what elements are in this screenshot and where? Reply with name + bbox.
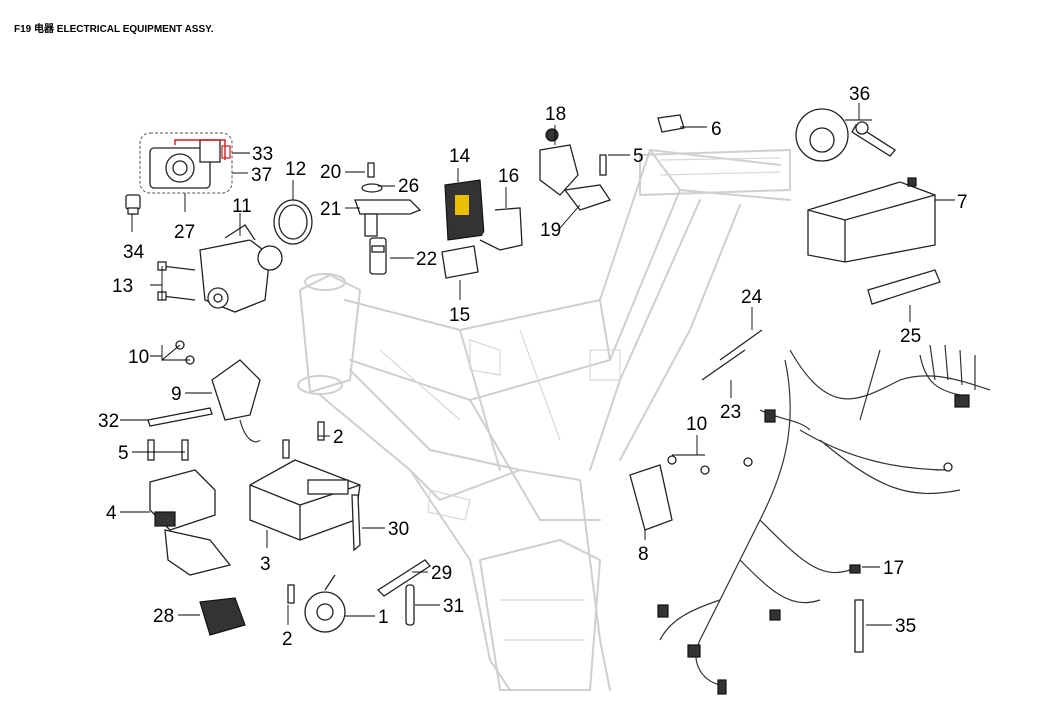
wiring-harness (657, 344, 991, 695)
horn-1 (304, 574, 346, 633)
callout-25: 25 (900, 326, 921, 347)
callout-22: 22 (416, 249, 437, 270)
motorcycle-frame (297, 149, 791, 691)
callout-5-top: 5 (633, 146, 644, 167)
callout-21: 21 (320, 199, 341, 220)
callout-18: 18 (545, 104, 566, 125)
ecu-14 (444, 179, 485, 241)
callout-labels: 33 37 27 34 11 12 20 26 21 22 14 15 16 1… (98, 84, 968, 650)
leader-lines (120, 103, 955, 626)
bolts-13 (157, 261, 196, 301)
ignition-switch-36 (795, 108, 896, 162)
part-30 (351, 494, 361, 552)
bolt-2-bottom (287, 584, 295, 604)
rod-24 (719, 329, 763, 361)
callout-31: 31 (443, 596, 464, 617)
regulator-4 (147, 439, 232, 576)
callout-27: 27 (174, 222, 195, 243)
callout-2-bottom: 2 (282, 629, 293, 650)
callout-13: 13 (112, 276, 133, 297)
callout-23: 23 (720, 402, 741, 423)
strap-25 (867, 269, 941, 305)
bracket-15 (441, 245, 479, 279)
sensor-18 (539, 128, 579, 196)
callout-3: 3 (260, 554, 271, 575)
relay-28 (199, 597, 246, 636)
callout-37: 37 (251, 165, 272, 186)
callout-2-top: 2 (333, 427, 344, 448)
callout-12: 12 (285, 159, 306, 180)
connector-34 (125, 194, 141, 215)
callout-1: 1 (378, 607, 389, 628)
throttle-body-11 (199, 224, 283, 313)
rod-23 (701, 349, 746, 381)
bracket-19 (563, 184, 612, 211)
bracket-16 (479, 207, 523, 251)
bolt-2-right (317, 421, 325, 441)
callout-28: 28 (153, 606, 174, 627)
cable-tie-29 (376, 559, 431, 597)
callout-10-right: 10 (686, 414, 707, 435)
relay-6 (657, 114, 685, 133)
callout-17: 17 (883, 558, 904, 579)
bolt-5-top (599, 154, 607, 176)
callout-19: 19 (540, 220, 561, 241)
bracket-32 (147, 407, 213, 427)
callout-36: 36 (849, 84, 870, 105)
callout-9: 9 (171, 384, 182, 405)
callout-35: 35 (895, 616, 916, 637)
callout-26: 26 (398, 176, 419, 197)
callout-11: 11 (232, 196, 252, 217)
callout-16: 16 (498, 166, 519, 187)
callout-7: 7 (957, 192, 968, 213)
callout-30: 30 (388, 519, 409, 540)
callout-14: 14 (449, 146, 471, 167)
callout-29: 29 (431, 563, 452, 584)
callout-24: 24 (741, 287, 763, 308)
callout-4: 4 (106, 503, 117, 524)
callout-6: 6 (711, 119, 722, 140)
callout-34: 34 (123, 242, 145, 263)
callout-15: 15 (449, 305, 470, 326)
callout-33: 33 (252, 144, 273, 165)
injector-parts (354, 162, 422, 275)
callout-8: 8 (638, 544, 649, 565)
callout-20: 20 (320, 162, 341, 183)
battery-7 (807, 177, 936, 263)
cdi-box-3 (249, 459, 361, 541)
callout-32: 32 (98, 411, 119, 432)
callout-10-left: 10 (128, 347, 149, 368)
part-31 (405, 584, 415, 626)
bolt-2-top (282, 439, 290, 459)
part-8 (629, 455, 710, 531)
ignition-coil-9 (211, 359, 261, 443)
throttle-sensor-assy (139, 132, 233, 194)
callout-5-left: 5 (118, 443, 129, 464)
page-title: F19 电器 ELECTRICAL EQUIPMENT ASSY. (14, 24, 214, 35)
fuse-35 (854, 599, 864, 653)
